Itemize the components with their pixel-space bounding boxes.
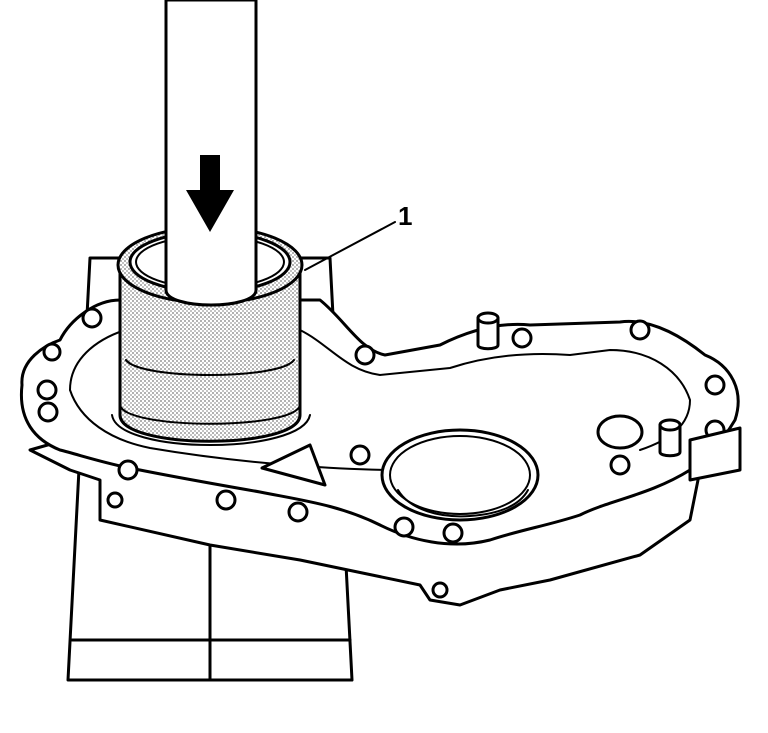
down-arrow-icon (186, 155, 234, 232)
bearing-bore (380, 428, 540, 522)
bolt-holes (36, 307, 726, 544)
side-tab (688, 426, 742, 482)
rib-triangle (260, 443, 327, 487)
dowel-pin-right (658, 418, 682, 458)
installer-tool-shaft (164, 0, 258, 307)
small-bore (596, 414, 644, 450)
dowel-pin-left (476, 311, 500, 351)
callout-label-1: 1 (398, 201, 412, 231)
callout-leader-1 (304, 221, 396, 271)
